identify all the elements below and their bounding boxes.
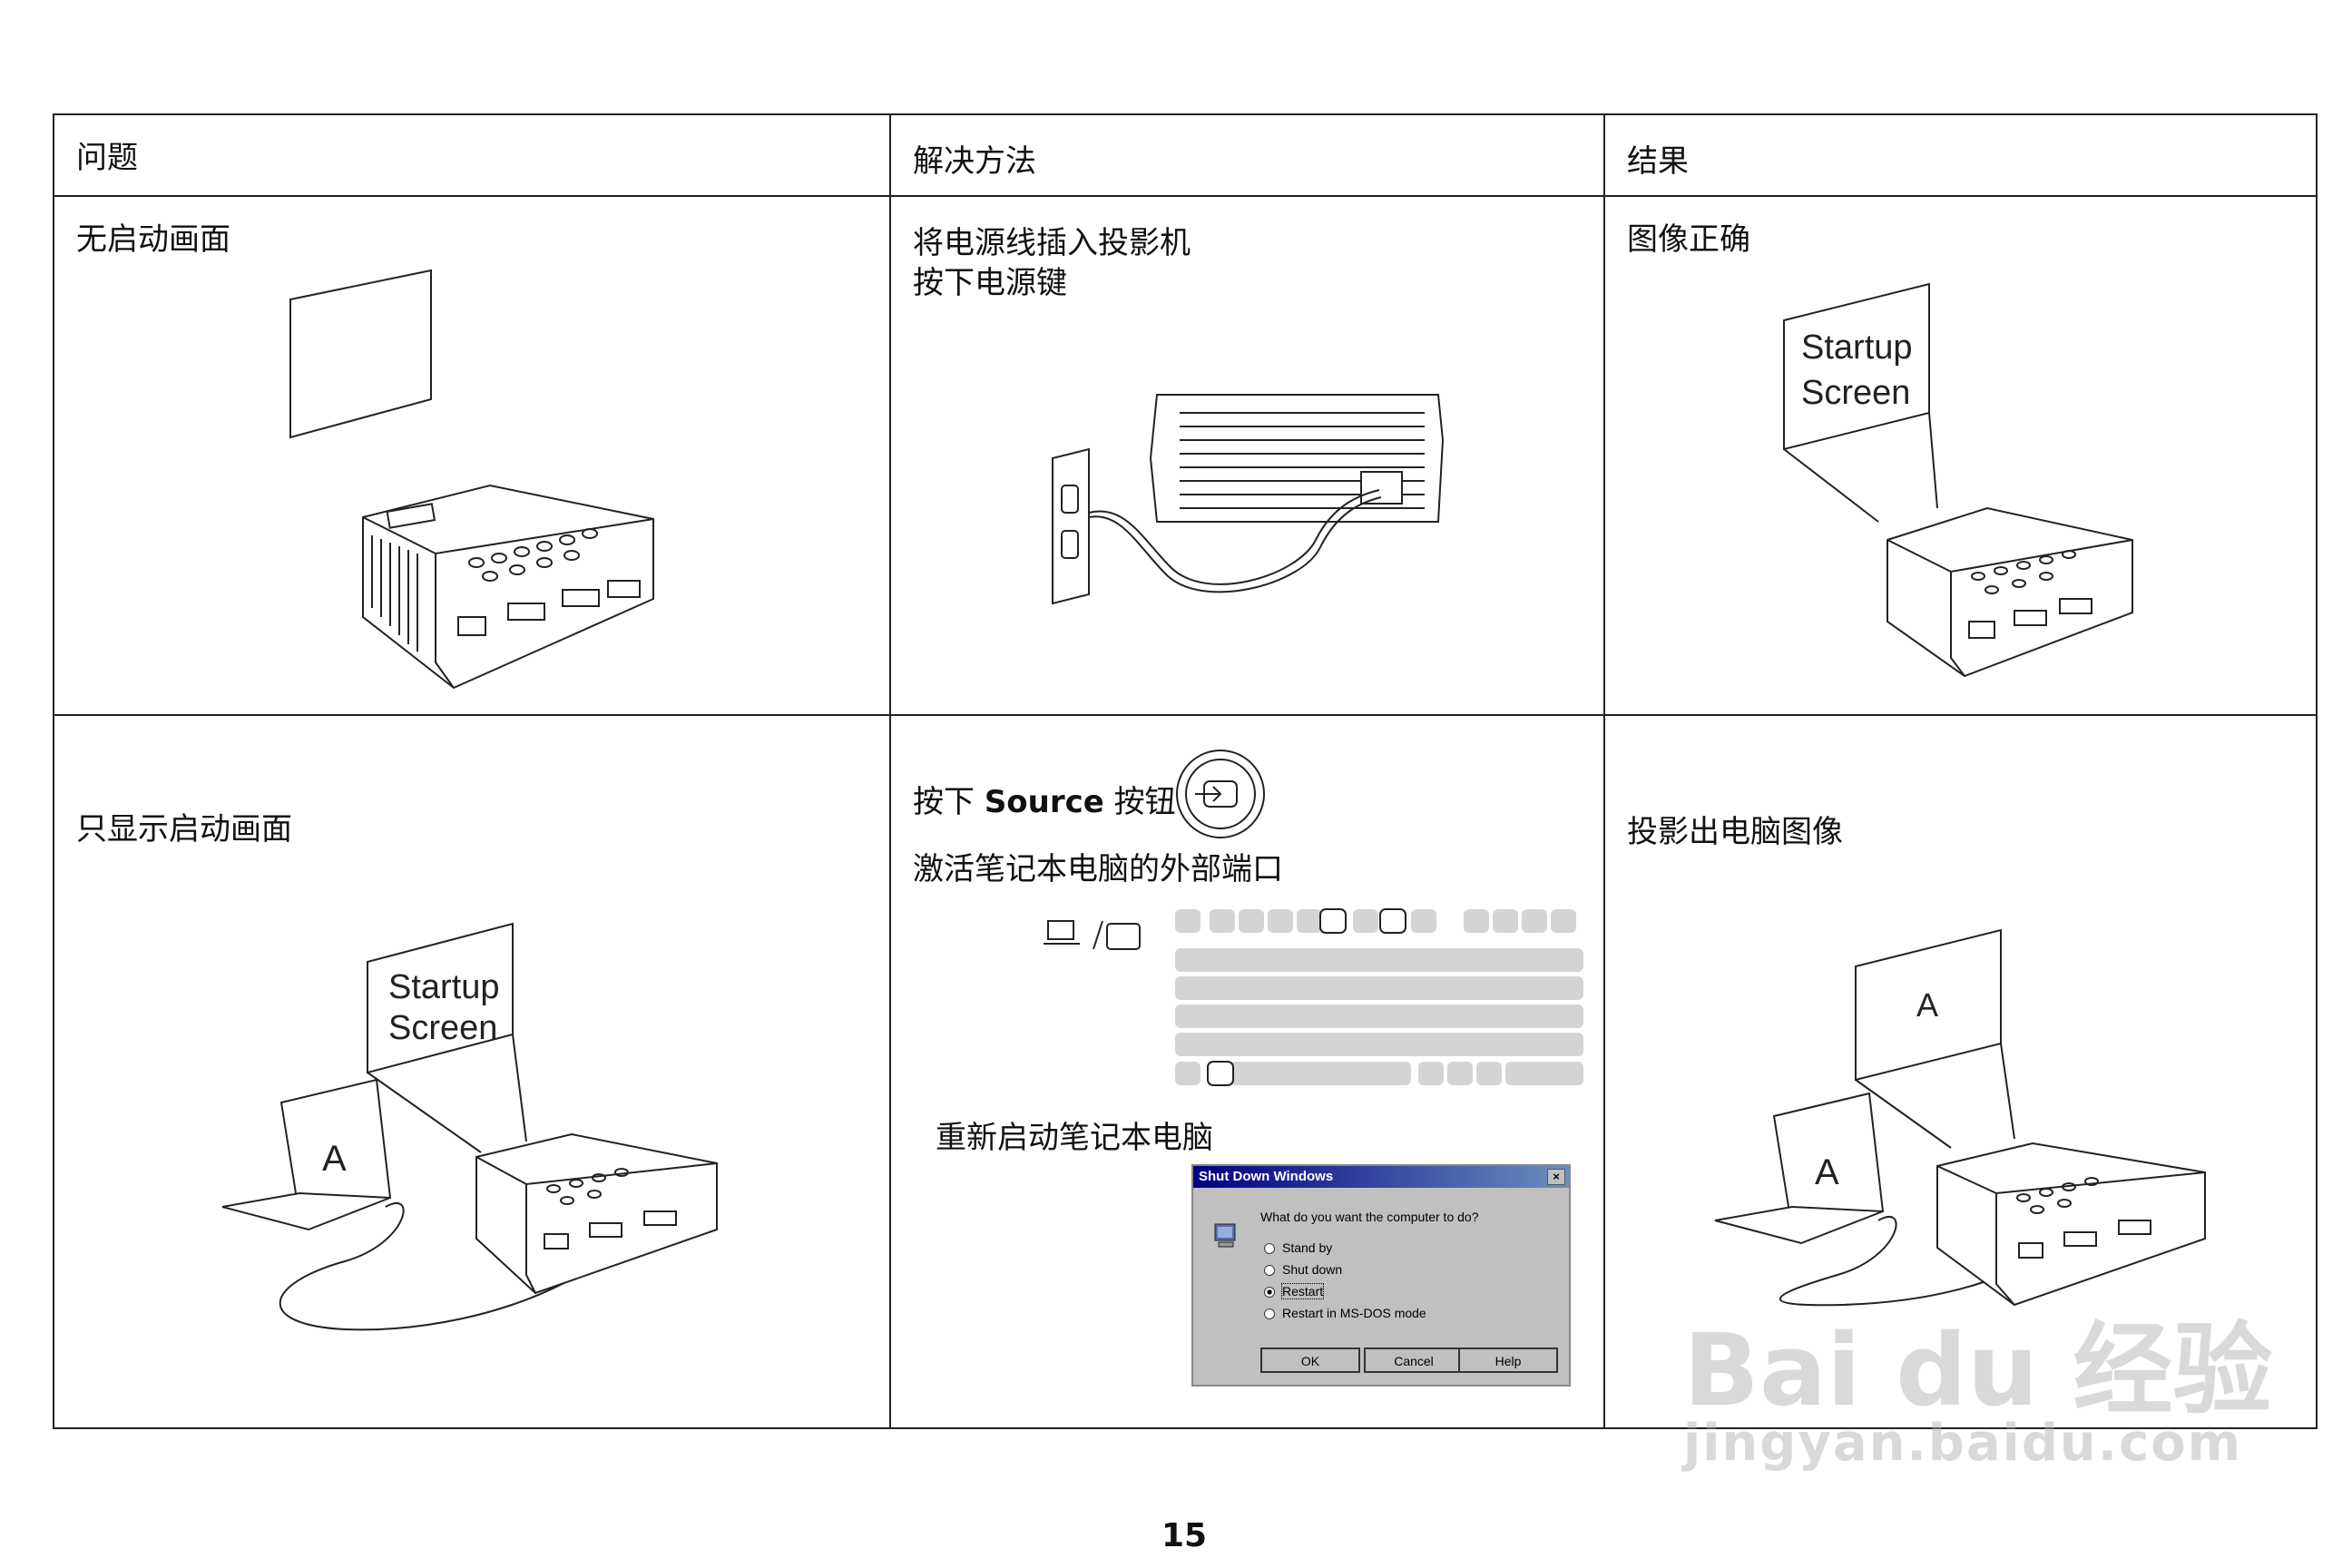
result-screen-letter: A bbox=[1916, 986, 1938, 1024]
source-button-icon bbox=[1176, 750, 1265, 838]
fn-key bbox=[1319, 908, 1347, 934]
problem-screen-line1: Startup bbox=[388, 968, 500, 1006]
dialog-question: What do you want the computer to do? bbox=[1260, 1210, 1479, 1224]
row2-solution-activate: 激活笔记本电脑的外部端口 bbox=[913, 851, 1283, 887]
fn-modifier-key bbox=[1207, 1061, 1234, 1086]
column-divider-2 bbox=[1603, 115, 1605, 1427]
radio-icon bbox=[1264, 1243, 1275, 1255]
radio-selected-icon bbox=[1264, 1287, 1275, 1298]
row1-solution-line2: 按下电源键 bbox=[913, 265, 1067, 301]
video-cable bbox=[279, 1201, 645, 1331]
row2-solution-press: 按下 Source 按钮 bbox=[913, 782, 1176, 822]
result-laptop-letter: A bbox=[1815, 1152, 1839, 1192]
dialog-title: Shut Down Windows bbox=[1199, 1169, 1334, 1184]
problem-projector bbox=[475, 1132, 718, 1295]
source-key-label: Source bbox=[984, 784, 1104, 820]
row1-result: 图像正确 bbox=[1627, 221, 1750, 258]
power-cord-illustration bbox=[1052, 394, 1445, 605]
shutdown-dialog: Shut Down Windows × What do you want the… bbox=[1191, 1164, 1571, 1387]
video-toggle-key bbox=[1379, 908, 1406, 934]
laptop-keyboard-illustration bbox=[1175, 908, 1583, 1086]
computer-icon bbox=[1214, 1223, 1236, 1248]
radio-icon bbox=[1264, 1308, 1275, 1320]
startup-screen-projection-result: Startup Screen bbox=[1783, 282, 2133, 678]
dialog-title-bar: Shut Down Windows × bbox=[1193, 1166, 1569, 1188]
power-cord bbox=[1088, 489, 1380, 585]
wall-outlet bbox=[1052, 447, 1090, 605]
row2-solution-restart: 重新启动笔记本电脑 bbox=[936, 1120, 1213, 1156]
result-screen-line1: Startup bbox=[1801, 328, 1913, 367]
radio-icon bbox=[1264, 1265, 1275, 1277]
column-divider-1 bbox=[889, 115, 891, 1427]
result-screen-line2: Screen bbox=[1801, 374, 1910, 412]
projector-rear bbox=[1149, 394, 1445, 523]
header-divider bbox=[54, 195, 2316, 197]
page-number: 15 bbox=[1161, 1517, 1208, 1554]
result-projector-2 bbox=[1936, 1142, 2206, 1307]
option-shut-down[interactable]: Shut down bbox=[1264, 1262, 1342, 1277]
press-suffix: 按钮 bbox=[1113, 784, 1176, 820]
problem-laptop-letter: A bbox=[322, 1139, 347, 1179]
laptop-image-projection-result: A A bbox=[1714, 928, 2206, 1307]
blank-screen-projector-illustration bbox=[289, 269, 654, 690]
row1-solution-line1: 将电源线插入投影机 bbox=[913, 225, 1191, 261]
problem-screen-line2: Screen bbox=[388, 1009, 497, 1047]
laptop-startup-screen-illustration: Startup Screen A bbox=[221, 922, 718, 1331]
cancel-button[interactable]: Cancel bbox=[1364, 1348, 1464, 1373]
row-divider bbox=[54, 714, 2316, 716]
result-projector bbox=[1886, 506, 2133, 678]
result-screen bbox=[1783, 282, 1930, 451]
press-prefix: 按下 bbox=[913, 784, 975, 820]
row2-problem: 只显示启动画面 bbox=[76, 811, 292, 848]
header-result: 结果 bbox=[1627, 143, 1689, 180]
projector bbox=[362, 484, 654, 690]
option-stand-by[interactable]: Stand by bbox=[1264, 1240, 1332, 1255]
close-icon[interactable]: × bbox=[1547, 1169, 1565, 1185]
laptop-monitor-toggle-icon bbox=[1044, 920, 1141, 950]
option-restart-msdos[interactable]: Restart in MS-DOS mode bbox=[1264, 1306, 1426, 1320]
watermark-url: jingyan.baidu.com bbox=[1683, 1414, 2243, 1473]
header-problem: 问题 bbox=[76, 140, 138, 176]
option-restart[interactable]: Restart bbox=[1264, 1283, 1325, 1299]
laptop: A bbox=[221, 1078, 392, 1231]
result-laptop: A bbox=[1714, 1092, 1885, 1245]
header-solution: 解决方法 bbox=[913, 143, 1036, 180]
ok-button[interactable]: OK bbox=[1260, 1348, 1360, 1373]
help-button[interactable]: Help bbox=[1458, 1348, 1558, 1373]
row1-problem: 无启动画面 bbox=[76, 221, 230, 258]
row2-result: 投影出电脑图像 bbox=[1627, 814, 1843, 850]
blank-screen bbox=[289, 269, 432, 439]
troubleshooting-table bbox=[53, 113, 2318, 1429]
watermark-brand: Bai du 经验 bbox=[1683, 1312, 2273, 1428]
